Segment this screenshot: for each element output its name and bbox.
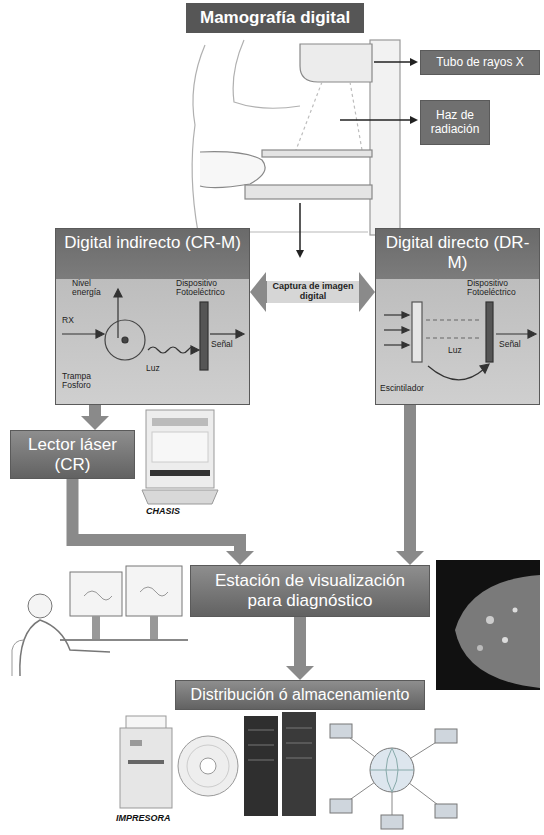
part-label: Dispositivo Fotoeléctrico xyxy=(467,279,538,298)
process-box: Estación de visualización para diagnósti… xyxy=(190,565,430,617)
workstation-image xyxy=(12,566,188,676)
part-label: Luz xyxy=(146,364,170,373)
arrow-head xyxy=(286,666,314,680)
flow-arrow xyxy=(286,617,314,680)
box-text: Digital directo (DR-M) xyxy=(384,233,531,272)
flow-arrow xyxy=(81,405,109,430)
capture-panel: Digital directo (DR-M) xyxy=(375,228,540,405)
arrow-head xyxy=(359,272,375,312)
mammography-unit-sketch xyxy=(192,40,400,235)
image-caption: CHASIS xyxy=(146,507,206,517)
arrow-shaft xyxy=(264,281,360,303)
arrow-head xyxy=(396,551,424,565)
arrow-shaft xyxy=(73,479,241,552)
image-caption: IMPRESORA xyxy=(116,814,186,824)
arrow-shaft xyxy=(294,617,306,667)
arrow-head xyxy=(81,416,109,430)
box-text: Tubo de rayos X xyxy=(429,56,531,70)
box-text: Haz de radiación xyxy=(429,109,481,137)
flow-arrow xyxy=(73,479,255,565)
part-label: Trampa Fosforo xyxy=(62,372,112,391)
edge-label: Captura de imagen digital xyxy=(267,281,359,303)
part-label: Dispositivo Fotoeléctrico xyxy=(176,279,246,298)
arrow-shaft xyxy=(404,405,416,552)
part-label: Señal xyxy=(211,340,245,349)
box-text: Digital indirecto (CR-M) xyxy=(64,233,241,253)
diagram-title: Mamografía digital xyxy=(186,3,364,33)
callout-box: Tubo de rayos X xyxy=(420,50,540,75)
mammogram-image xyxy=(436,560,540,690)
box-text: Lector láser (CR) xyxy=(19,435,126,474)
storage-devices-image xyxy=(120,712,457,829)
flow-arrow xyxy=(250,272,375,312)
part-label: Escintilador xyxy=(380,384,442,393)
part-label: RX xyxy=(62,316,82,325)
part-label: Luz xyxy=(448,346,472,355)
box-text: Distribución ó almacenamiento xyxy=(184,686,416,704)
arrow-head xyxy=(226,551,254,565)
arrow-head xyxy=(250,272,266,312)
box-text: Estación de visualización para diagnósti… xyxy=(199,571,421,610)
cr-reader-image xyxy=(142,410,218,504)
flow-arrow xyxy=(396,405,424,565)
arrow-shaft xyxy=(89,405,101,417)
part-label: Señal xyxy=(499,340,537,349)
callout-box: Haz de radiación xyxy=(420,100,490,145)
process-box: Distribución ó almacenamiento xyxy=(175,680,425,710)
process-box: Lector láser (CR) xyxy=(10,430,135,479)
part-label: Nivel energía xyxy=(72,279,114,298)
